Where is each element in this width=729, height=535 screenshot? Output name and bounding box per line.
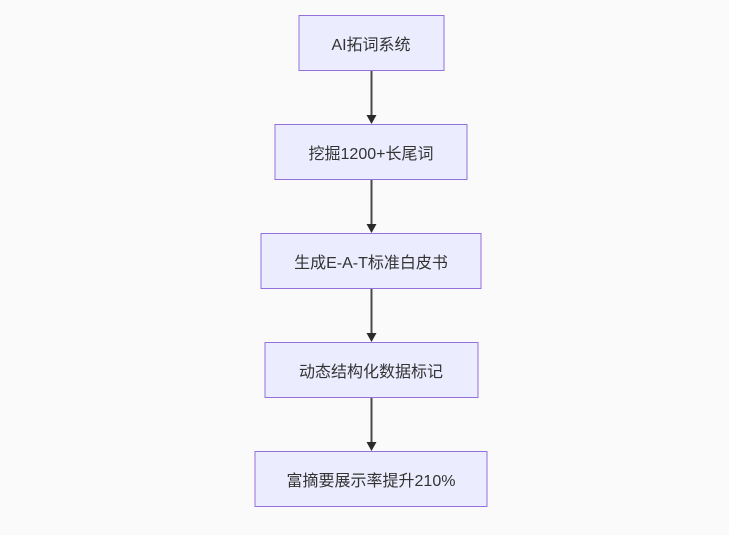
flow-node-rich-snippet-rate-increase: 富摘要展示率提升210% (254, 451, 488, 507)
edge-line (370, 398, 372, 442)
flow-edge-1 (366, 71, 376, 124)
flow-edge-4 (366, 398, 376, 451)
edge-line (370, 180, 372, 224)
flow-node-generate-eat-whitepaper: 生成E-A-T标准白皮书 (260, 233, 482, 289)
flow-node-ai-word-expansion-system: AI拓词系统 (298, 15, 444, 71)
arrowhead-down-icon (366, 115, 376, 124)
flow-edge-2 (366, 180, 376, 233)
edge-line (370, 71, 372, 115)
edge-line (370, 289, 372, 333)
arrowhead-down-icon (366, 442, 376, 451)
flowchart: AI拓词系统 挖掘1200+长尾词 生成E-A-T标准白皮书 动态结构化数据标记… (254, 15, 488, 507)
flow-edge-3 (366, 289, 376, 342)
arrowhead-down-icon (366, 333, 376, 342)
flow-node-mine-longtail-keywords: 挖掘1200+长尾词 (274, 124, 468, 180)
flow-node-dynamic-structured-data-markup: 动态结构化数据标记 (264, 342, 478, 398)
arrowhead-down-icon (366, 224, 376, 233)
